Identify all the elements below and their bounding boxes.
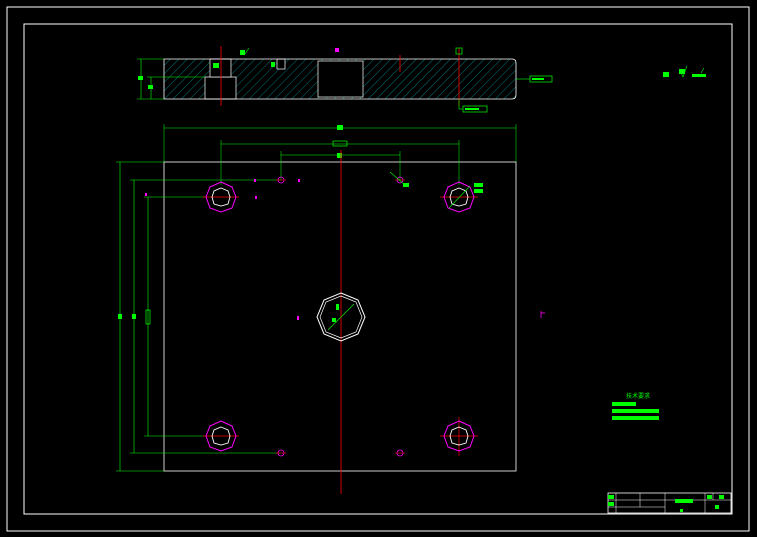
leader-box-bottom [462, 105, 488, 113]
mark-2 [254, 179, 256, 182]
dim-width-total-text [337, 125, 343, 130]
guide-hole-bottom-right [443, 420, 475, 452]
general-roughness-note [663, 65, 706, 78]
pin-hole-3 [276, 449, 286, 457]
leader-box-right-fill [532, 78, 544, 80]
roughness-symbol-2 [213, 63, 219, 68]
dim-pin-spacing-y-text [132, 314, 136, 319]
notes-title: 技术要求 [626, 392, 650, 400]
pin-hole-4 [395, 449, 405, 457]
mark-3 [255, 196, 257, 199]
mark-1 [145, 193, 147, 196]
notes-line-1 [612, 402, 636, 406]
guide-hole-top-right [443, 181, 483, 213]
section-outline [163, 58, 517, 100]
mark-5 [297, 316, 299, 320]
mark-4 [298, 179, 300, 182]
technical-notes: 技术要求 [612, 392, 659, 420]
title-block [607, 492, 732, 514]
notes-line-3 [612, 416, 659, 420]
roughness-symbol-1 [240, 50, 245, 55]
outer-frame [6, 6, 750, 532]
leader-box-bottom-fill [465, 108, 479, 110]
dim-pin-spacing-x-text [337, 153, 342, 158]
leader-box-right [529, 75, 553, 83]
roughness-symbol-3 [271, 62, 275, 67]
inner-frame [23, 23, 733, 515]
guide-hole-top-left [205, 181, 237, 213]
section-center-bore [317, 60, 364, 98]
notes-line-2 [612, 409, 659, 413]
section-slot-left [204, 76, 237, 100]
center-bore [316, 292, 366, 342]
plate-outline [163, 161, 517, 472]
section-view [137, 46, 553, 113]
section-dim-text-2 [148, 85, 153, 89]
roughness-symbol-1-tick [244, 47, 250, 55]
dim-height-total-text [118, 314, 122, 319]
leader-label-top [455, 47, 463, 55]
pin-hole-2 [389, 171, 409, 187]
dim-hole-spacing-x-text [332, 140, 348, 147]
section-small-hole [276, 58, 286, 70]
dim-hole-spacing-y-text [145, 309, 151, 325]
plan-view [116, 124, 545, 494]
title-block-part-name [675, 499, 693, 503]
section-marker [335, 48, 339, 52]
pin-hole-1 [276, 176, 286, 184]
section-dim-text-1 [138, 76, 143, 80]
guide-hole-bottom-left [205, 420, 237, 452]
